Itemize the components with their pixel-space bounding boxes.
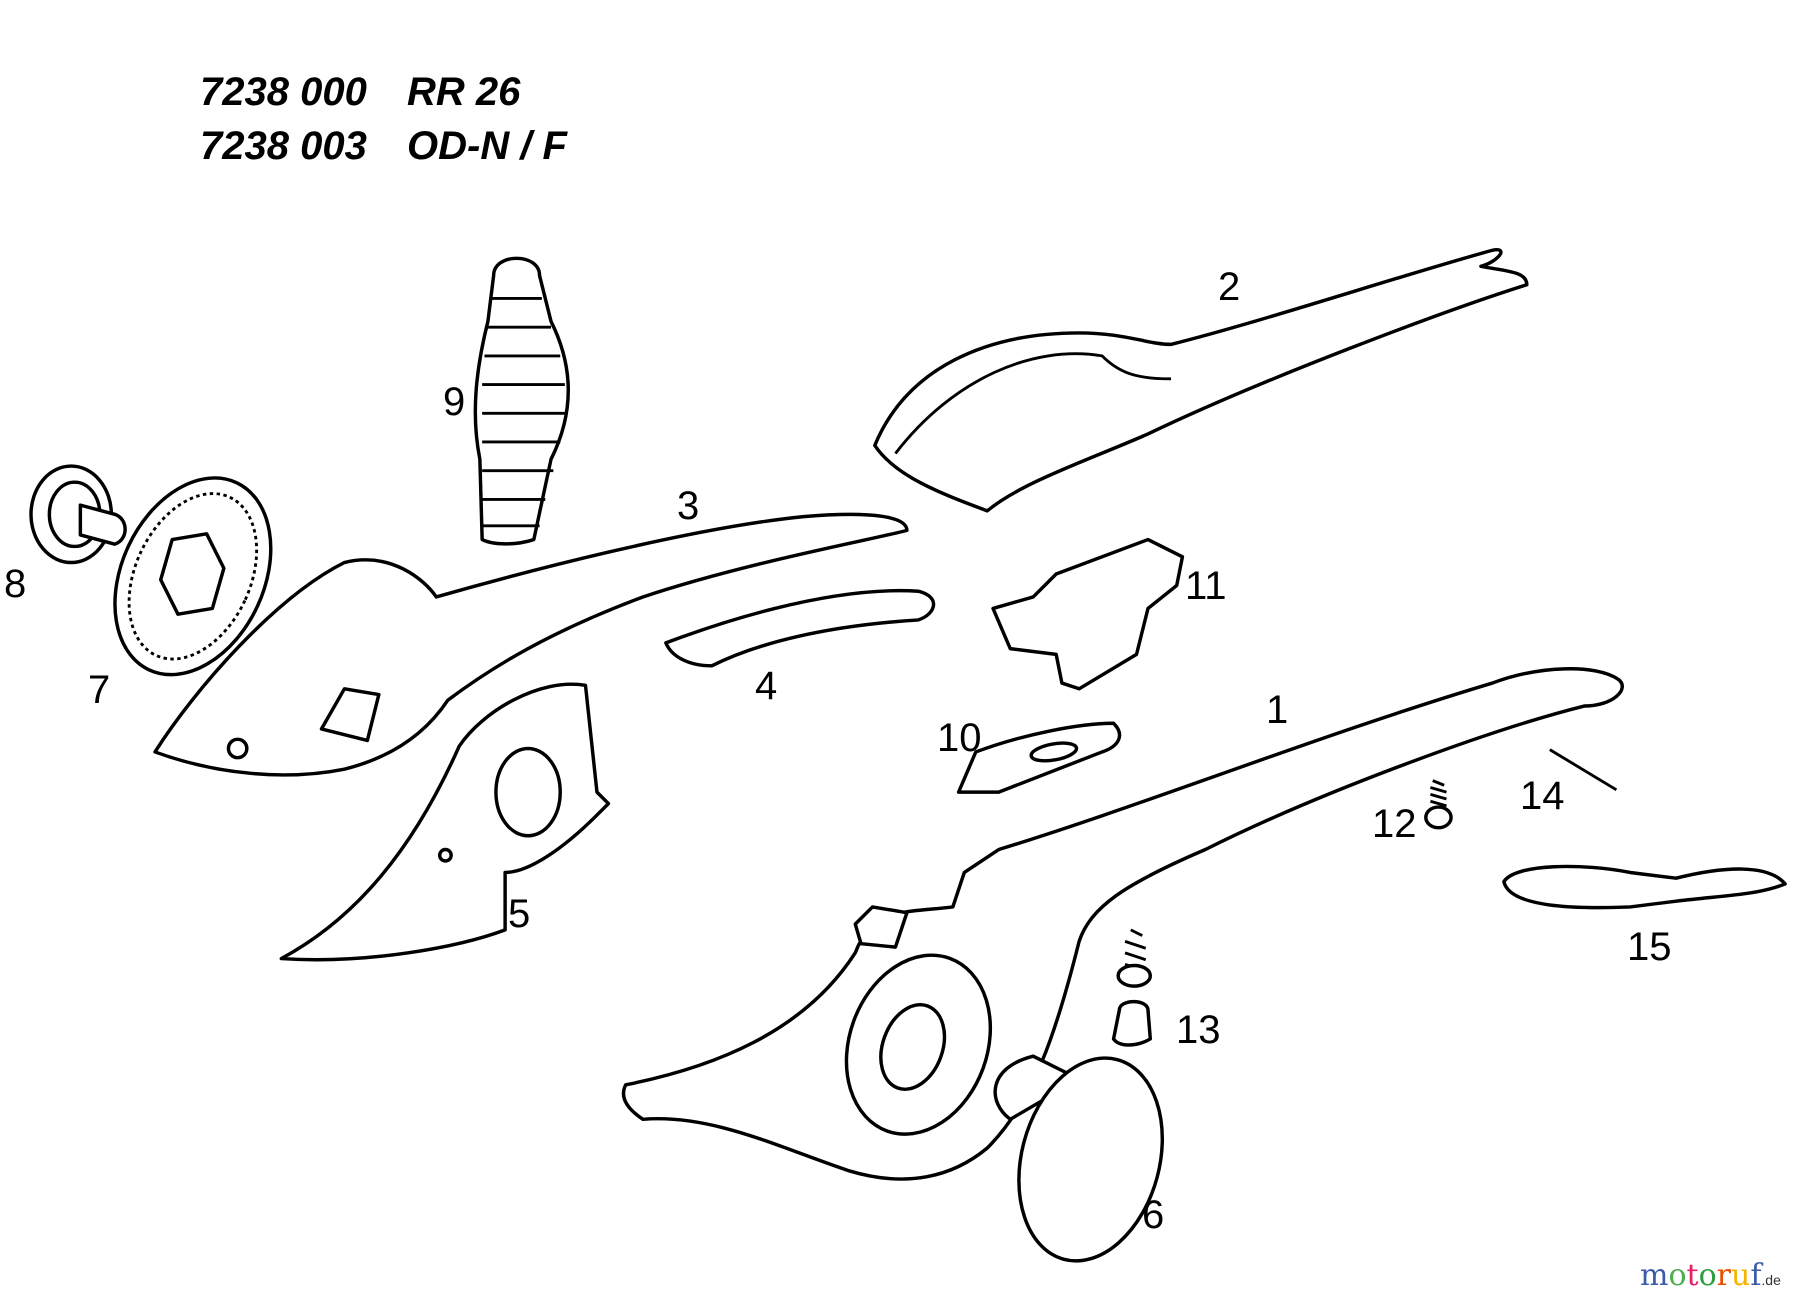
callout-11: 11 — [1185, 564, 1227, 608]
callout-2: 2 — [1218, 265, 1241, 309]
callout-10: 10 — [937, 716, 982, 760]
callout-9: 9 — [443, 380, 466, 424]
part-4-insert — [664, 588, 936, 668]
model-1: RR 26 — [407, 70, 521, 114]
part-6-cap — [993, 1054, 1165, 1263]
part-15-strap — [1502, 864, 1787, 910]
callout-7: 7 — [88, 668, 111, 712]
callout-1: 1 — [1266, 688, 1289, 732]
callout-3: 3 — [677, 484, 700, 528]
watermark-text: motoruf — [1640, 1258, 1761, 1293]
watermark-letter: t — [1686, 1258, 1699, 1293]
part-8-bolt — [29, 464, 127, 565]
part-2-upper-handle — [873, 248, 1529, 513]
watermark-suffix: .de — [1761, 1272, 1781, 1288]
part-13-buffer — [1111, 928, 1153, 1047]
watermark-letter: m — [1640, 1258, 1669, 1293]
part-12-screw — [1424, 779, 1453, 830]
callout-14: 14 — [1520, 774, 1565, 818]
part-7-washer — [113, 476, 273, 677]
part-9-spring — [473, 256, 570, 546]
watermark-letter: f — [1750, 1258, 1762, 1293]
watermark-letter: o — [1668, 1258, 1687, 1293]
callout-13: 13 — [1176, 1008, 1221, 1052]
watermark-logo: motoruf.de — [1640, 1258, 1781, 1293]
part-14-pin — [1549, 748, 1618, 792]
watermark-letter: o — [1698, 1258, 1717, 1293]
callout-5: 5 — [508, 892, 531, 936]
part-number-2: 7238 003 — [200, 124, 367, 168]
callout-8: 8 — [4, 562, 27, 606]
watermark-letter: u — [1730, 1258, 1751, 1293]
callout-15: 15 — [1627, 925, 1672, 969]
part-11-latch — [991, 537, 1185, 691]
callout-12: 12 — [1372, 802, 1417, 846]
model-2: OD-N / F — [407, 124, 567, 168]
part-10-plate — [956, 721, 1122, 794]
callout-6: 6 — [1142, 1193, 1165, 1237]
callout-4: 4 — [755, 664, 778, 708]
part-number-1: 7238 000 — [200, 70, 367, 114]
watermark-letter: r — [1716, 1258, 1731, 1293]
